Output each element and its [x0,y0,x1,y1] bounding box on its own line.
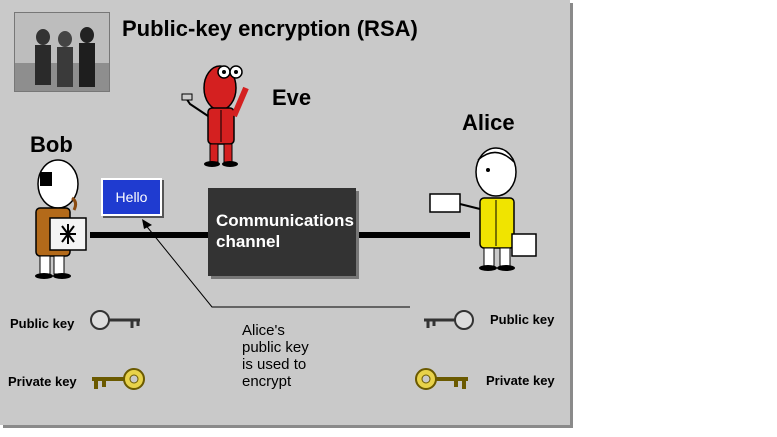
diagram-panel: Public-key encryption (RSA) Eve Bob Alic… [0,0,570,425]
eve-label: Eve [272,85,312,110]
eve-figure [181,65,249,167]
alice-public-key-icon [424,310,474,330]
note-line3: is used to [242,356,307,373]
communications-channel: Communications channel [208,188,356,276]
alice-figure [429,147,537,271]
encryption-note: Alice's public key is used to encrypt [242,322,309,390]
channel-label-line2: channel [216,232,281,251]
alice-label: Alice [462,110,515,135]
bob-private-key-icon [92,368,145,390]
bob-label: Bob [30,132,73,157]
bob-private-key-label: Private key [8,374,77,389]
people-photo [14,12,110,92]
alice-private-key-label: Private key [486,373,555,388]
encrypt-arrow [142,219,410,308]
alice-public-key-label: Public key [490,312,555,327]
alice-private-key-icon [415,368,468,390]
hello-message: Hello [101,178,162,216]
note-line4: encrypt [242,373,292,390]
diagram-title: Public-key encryption (RSA) [122,16,418,41]
bob-figure [35,159,87,279]
note-line1: Alice's [242,322,285,339]
bob-public-key-label: Public key [10,316,75,331]
note-line2: public key [242,339,309,356]
channel-label-line1: Communications [216,211,354,230]
bob-public-key-icon [90,310,140,330]
